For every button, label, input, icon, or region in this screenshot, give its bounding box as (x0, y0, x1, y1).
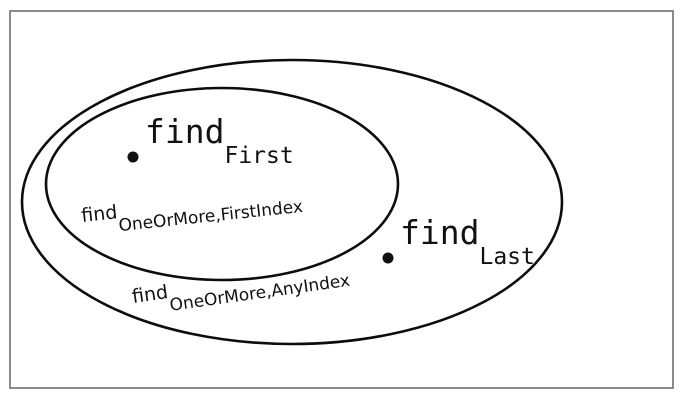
label-find-first-base: find (145, 112, 224, 151)
label-set-inner-base: find (80, 201, 118, 227)
label-find-first-subscript: First (224, 143, 293, 169)
label-find-last: findLast (400, 213, 535, 270)
label-find-last-subscript: Last (479, 244, 534, 270)
label-set-outer-base: find (131, 281, 170, 308)
set-ellipse-outer (20, 58, 564, 346)
member-dot-find-last (382, 252, 394, 264)
figure-frame (9, 10, 674, 389)
set-ellipse-inner (44, 86, 400, 282)
label-find-last-base: find (400, 213, 479, 252)
member-dot-find-first (127, 151, 139, 163)
label-find-first: findFirst (145, 112, 294, 169)
